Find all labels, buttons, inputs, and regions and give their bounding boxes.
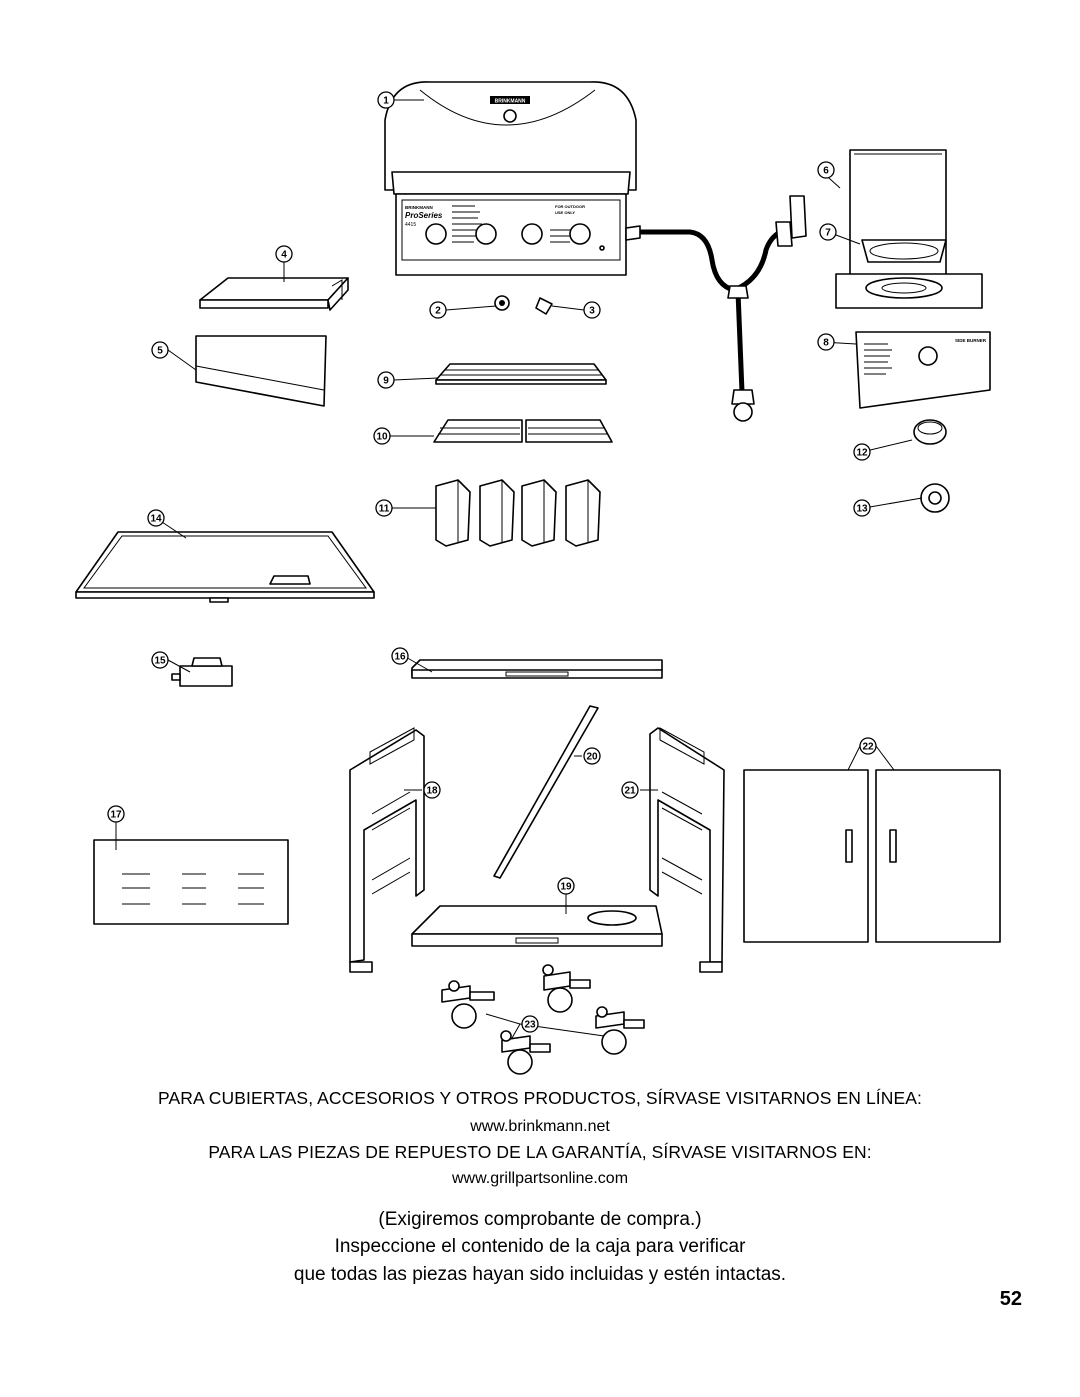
- svg-text:16: 16: [394, 652, 406, 663]
- page-number: 52: [999, 1288, 1022, 1310]
- svg-text:12: 12: [856, 448, 868, 459]
- spring-clip-part: [535, 297, 553, 315]
- warranty-parts-text: PARA LAS PIEZAS DE REPUESTO DE LA GARANT…: [208, 1142, 872, 1162]
- support-rod: [493, 705, 599, 879]
- svg-text:20: 20: [586, 752, 598, 763]
- parts-intact-note: que todas las piezas hayan sido incluida…: [293, 1264, 787, 1285]
- burner-head: [920, 483, 950, 513]
- left-side-frame: [349, 727, 425, 973]
- knob-part: [494, 295, 510, 311]
- use-only-text: USE ONLY: [555, 210, 575, 215]
- svg-text:22: 22: [862, 742, 874, 753]
- svg-text:10: 10: [376, 432, 388, 443]
- svg-text:23: 23: [524, 1020, 536, 1031]
- svg-text:8: 8: [823, 338, 829, 349]
- inspect-contents-note: Inspeccione el contenido de la caja para…: [334, 1236, 746, 1257]
- callout-21: 21: [621, 781, 639, 799]
- svg-text:1: 1: [383, 96, 389, 107]
- svg-text:7: 7: [825, 228, 831, 239]
- callout-20: 20: [583, 747, 601, 765]
- callout-23: 23: [521, 1015, 539, 1033]
- callout-7: 7: [819, 223, 837, 241]
- svg-text:18: 18: [426, 786, 438, 797]
- svg-text:17: 17: [110, 810, 122, 821]
- svg-text:19: 19: [560, 882, 572, 893]
- callout-11: 11: [375, 499, 393, 517]
- grill-head: BRINKMANN BRINKMANN ProSeries 4415 FOR O…: [384, 81, 641, 276]
- side-panel: [195, 335, 327, 407]
- callout-14: 14: [147, 509, 165, 527]
- svg-text:3: 3: [589, 306, 595, 317]
- cabinet-doors: [743, 769, 1001, 943]
- svg-text:13: 13: [856, 504, 868, 515]
- right-side-frame: [649, 727, 725, 973]
- gas-hose: [640, 195, 807, 422]
- callout-18: 18: [423, 781, 441, 799]
- proof-of-purchase-note: (Exigiremos comprobante de compra.): [378, 1209, 702, 1230]
- svg-text:2: 2: [435, 306, 441, 317]
- casters: [441, 964, 645, 1075]
- callout-19: 19: [557, 877, 575, 895]
- side-burner-cap: [913, 419, 947, 445]
- callout-3: 3: [583, 301, 601, 319]
- bottom-shelf: [411, 905, 663, 947]
- callout-5: 5: [151, 341, 169, 359]
- grill-model: 4415: [405, 222, 416, 228]
- svg-text:6: 6: [823, 166, 829, 177]
- callout-10: 10: [373, 427, 391, 445]
- front-rail: [411, 659, 663, 679]
- outdoor-text: FOR OUTDOOR: [555, 204, 585, 209]
- cooking-grates: [433, 419, 613, 443]
- side-burner-label: SIDE BURNER: [955, 338, 987, 343]
- side-burner-panel: SIDE BURNER: [855, 331, 991, 409]
- callout-2: 2: [429, 301, 447, 319]
- brand-plate-text: BRINKMANN: [495, 99, 526, 105]
- heat-tents: [435, 479, 601, 547]
- brinkmann-url[interactable]: www.brinkmann.net: [470, 1118, 610, 1135]
- svg-text:14: 14: [150, 514, 162, 525]
- grillparts-url[interactable]: www.grillpartsonline.com: [451, 1170, 629, 1187]
- grease-cup: [171, 657, 233, 687]
- callout-17: 17: [107, 805, 125, 823]
- grill-series: ProSeries: [405, 211, 443, 220]
- side-burner: [835, 239, 983, 309]
- svg-text:9: 9: [383, 376, 389, 387]
- callout-15: 15: [151, 651, 169, 669]
- parts-diagram: BRINKMANN BRINKMANN ProSeries 4415 FOR O…: [75, 81, 1001, 1075]
- warming-rack: [435, 363, 607, 385]
- side-shelf: [199, 277, 349, 311]
- svg-text:11: 11: [379, 504, 390, 515]
- svg-text:15: 15: [154, 656, 166, 667]
- svg-text:21: 21: [624, 786, 636, 797]
- online-accessories-text: PARA CUBIERTAS, ACCESORIOS Y OTROS PRODU…: [158, 1088, 922, 1108]
- grill-brand: BRINKMANN: [405, 205, 433, 210]
- callout-22: 22: [859, 737, 877, 755]
- svg-text:5: 5: [157, 346, 163, 357]
- grease-tray: [75, 531, 375, 603]
- callout-12: 12: [853, 443, 871, 461]
- svg-text:4: 4: [281, 250, 287, 261]
- back-panel: [93, 839, 289, 925]
- callout-1: 1: [377, 91, 395, 109]
- callout-6: 6: [817, 161, 835, 179]
- callout-8: 8: [817, 333, 835, 351]
- callout-13: 13: [853, 499, 871, 517]
- callout-9: 9: [377, 371, 395, 389]
- callout-4: 4: [275, 245, 293, 263]
- callout-16: 16: [391, 647, 409, 665]
